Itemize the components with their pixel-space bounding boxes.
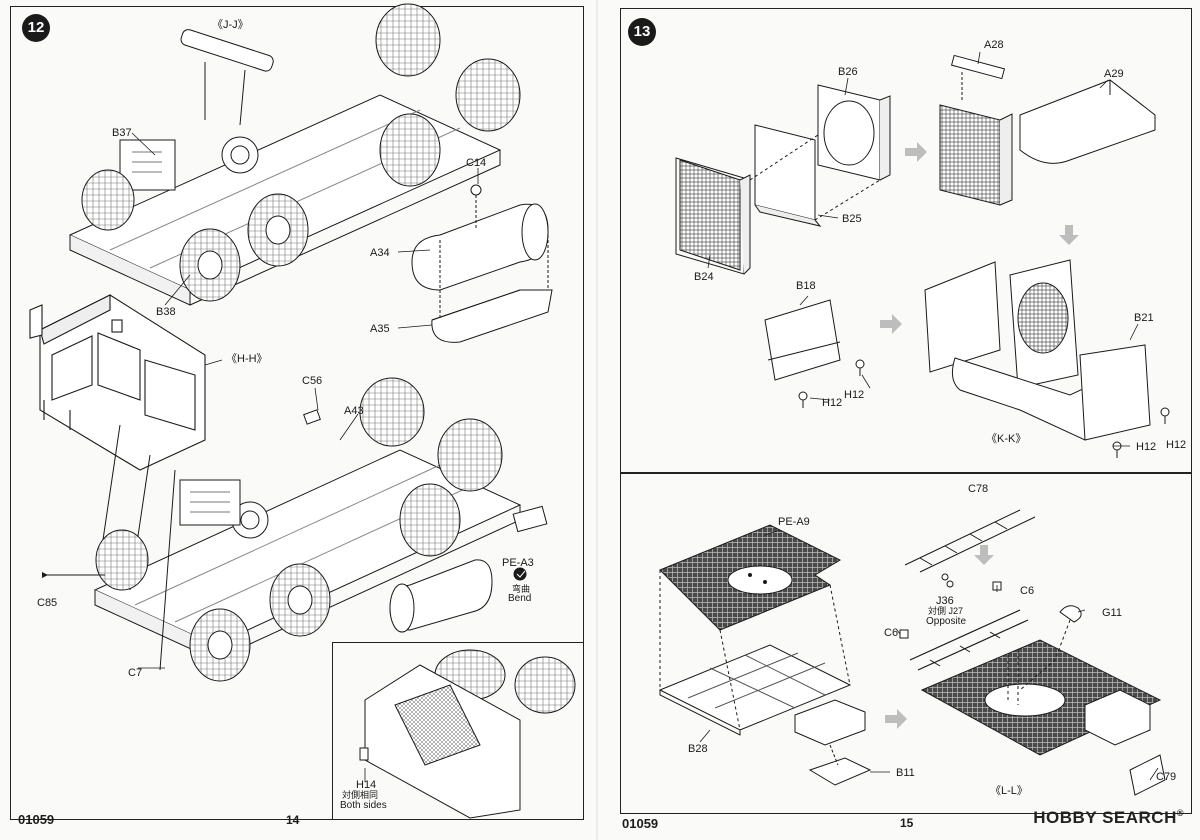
view-label-jj: 《J-J》 (212, 18, 249, 31)
detail-inset-frame (332, 642, 584, 820)
part-label-b24: B24 (694, 271, 714, 283)
part-label-c6-a: C6 (1020, 585, 1034, 597)
step-12-frame (10, 6, 584, 820)
opposite-label: Opposite (926, 616, 966, 627)
watermark-registered-mark: ® (1176, 808, 1184, 818)
watermark-brand: HOBBY SEARCH (1033, 808, 1177, 827)
bend-label-cn: 弯曲 (512, 583, 530, 594)
part-label-j36: J36 (936, 595, 954, 607)
step-number-badge: 12 (22, 14, 50, 42)
cab-body (29, 294, 206, 471)
deck-plate-pe-a9 (659, 524, 842, 631)
leader-lines (699, 51, 1159, 781)
step-number-badge: 13 (628, 18, 656, 46)
part-label-pe-a9: PE-A9 (778, 516, 810, 528)
part-label-a29: A29 (1104, 68, 1124, 80)
leader-lines (131, 132, 479, 782)
deck-assembled (899, 581, 1166, 796)
both-sides-label: Both sides (340, 800, 387, 811)
part-label-c56: C56 (302, 375, 322, 387)
step-13-illustration: A28 B26 A29 B25 B24 B18 H12 H12 B21 《K-K… (658, 39, 1186, 797)
j27-opposite-label-cn: 対側 J27 (928, 605, 963, 616)
view-label-hh: 《H-H》 (226, 352, 268, 365)
part-label-c6-b: C6 (884, 627, 898, 639)
view-label-ll: 《L-L》 (990, 784, 1028, 797)
both-sides-label-cn: 対側相同 (342, 789, 378, 800)
lower-wheels (95, 377, 503, 682)
part-label-b18: B18 (796, 280, 816, 292)
assembly-arrows (880, 142, 1079, 729)
part-label-c7: C7 (128, 667, 142, 679)
part-label-b26: B26 (838, 66, 858, 78)
part-label-c79: C79 (1156, 771, 1176, 783)
part-label-c78: C78 (968, 483, 988, 495)
ladder-c78 (904, 509, 1036, 588)
part-label-b21: B21 (1134, 312, 1154, 324)
radiator-assembled (939, 54, 1156, 206)
part-label-a43: A43 (344, 405, 364, 417)
part-label-h12-c: H12 (1136, 441, 1156, 453)
part-label-h12-a: H12 (844, 389, 864, 401)
part-label-b11: B11 (896, 767, 915, 779)
view-label-kk: 《K-K》 (986, 432, 1026, 445)
bend-label: Bend (508, 593, 531, 604)
part-label-h12-d: H12 (1166, 439, 1186, 451)
radiator-exploded (675, 84, 891, 275)
upper-wheels (81, 3, 521, 302)
inset-cab-detail (359, 649, 576, 819)
lower-tank (389, 505, 548, 633)
step-13-frame (620, 8, 1192, 474)
shroud-assembly (764, 259, 1151, 441)
page-15: 13 (600, 0, 1200, 840)
box-b11 (794, 699, 872, 786)
part-label-c85: C85 (37, 597, 57, 609)
step-13-lower-frame (620, 472, 1192, 814)
part-label-c14: C14 (466, 157, 486, 169)
part-label-pe-a3: PE-A3 (502, 557, 534, 569)
part-label-g11: G11 (1102, 607, 1122, 619)
part-label-b37: B37 (112, 127, 132, 139)
page-number: 15 (900, 816, 914, 830)
deck-frame-b28 (658, 570, 852, 736)
part-label-h14: H14 (356, 779, 376, 791)
part-label-b28: B28 (688, 743, 708, 755)
part-label-h12-b: H12 (822, 397, 842, 409)
part-label-b38: B38 (156, 306, 176, 318)
step-12-illustration: 《J-J》 B37 C14 A34 B38 A35 《H-H》 C56 A43 … (29, 3, 576, 819)
hobby-search-watermark: HOBBY SEARCH® (1033, 808, 1184, 828)
kit-code: 01059 (622, 816, 659, 831)
fuel-tank-parts (411, 184, 553, 343)
kit-code: 01059 (18, 812, 55, 827)
part-label-a35: A35 (370, 323, 390, 335)
page-number: 14 (286, 813, 300, 827)
page-14: 12 (10, 3, 584, 827)
part-label-a34: A34 (370, 247, 390, 259)
part-label-b25: B25 (842, 213, 862, 225)
part-label-a28: A28 (984, 39, 1004, 51)
